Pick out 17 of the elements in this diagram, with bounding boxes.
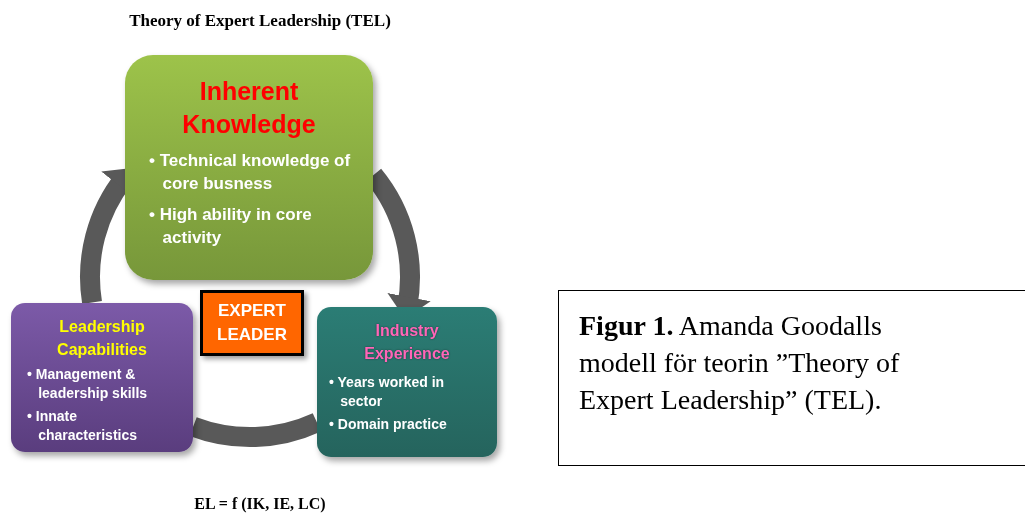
- caption-text: Figur 1. Amanda Goodalls modell för teorin ”Theory of Expert Leadership” (TEL).: [579, 309, 901, 417]
- box-heading: Industry Experience: [363, 321, 451, 364]
- category-box: [125, 55, 373, 280]
- bullet-item: • Management & leadership skills: [27, 365, 149, 403]
- box-heading: EXPERT LEADER: [216, 300, 288, 346]
- bullet-item: • Years worked in sector: [329, 373, 446, 411]
- bullet-item: • High ability in core activity: [149, 204, 313, 249]
- center-box: [200, 290, 304, 356]
- bullet-item: • Technical knowledge of core busness: [149, 150, 352, 195]
- bullet-item: • Domain practice: [329, 415, 448, 434]
- category-box: [317, 307, 497, 457]
- diagram-title: Theory of Expert Leadership (TEL): [128, 10, 392, 32]
- box-heading: Leadership Capabilities: [56, 317, 148, 360]
- bullet-item: • Innate characteristics: [27, 407, 139, 445]
- category-box: [11, 303, 193, 452]
- formula-label: EL = f (IK, IE, LC): [193, 494, 327, 515]
- box-heading: Inherent Knowledge: [181, 76, 317, 140]
